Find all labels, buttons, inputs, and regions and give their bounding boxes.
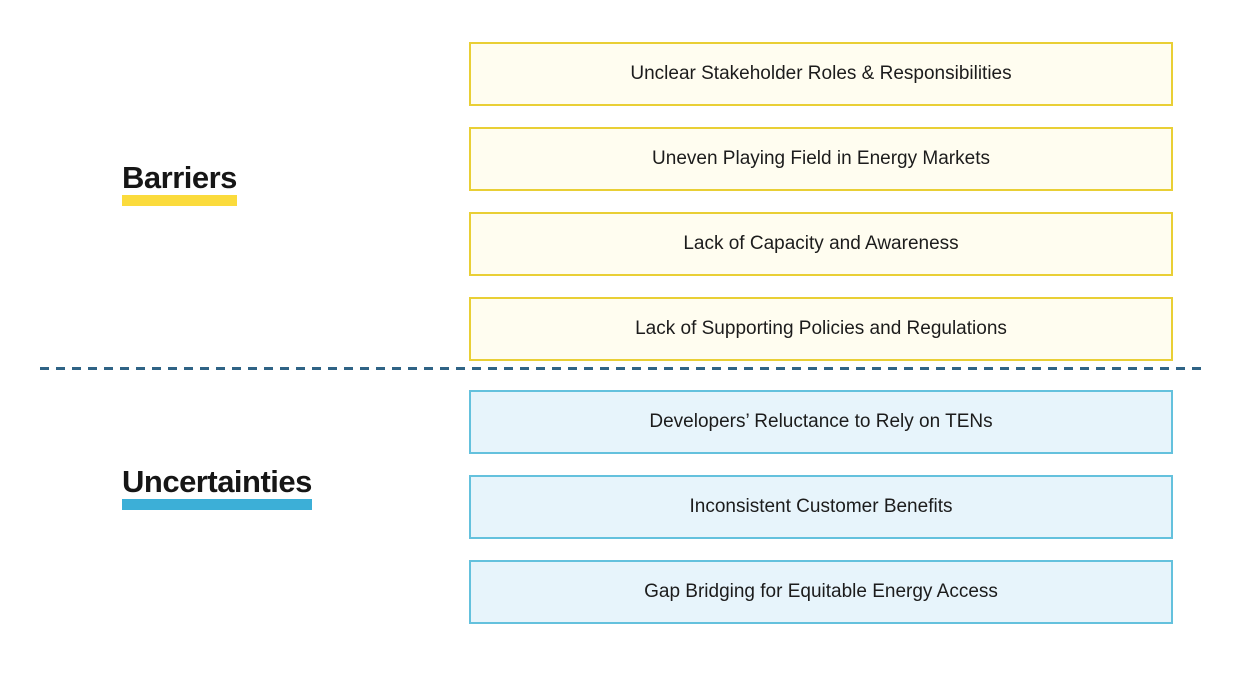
uncertainties-label: Uncertainties	[122, 466, 312, 510]
uncertainty-box-2: Inconsistent Customer Benefits	[469, 475, 1173, 539]
uncertainty-box-3: Gap Bridging for Equitable Energy Access	[469, 560, 1173, 624]
barrier-box-1: Unclear Stakeholder Roles & Responsibili…	[469, 42, 1173, 106]
uncertainty-box-3-text: Gap Bridging for Equitable Energy Access	[644, 580, 998, 602]
uncertainty-box-1-text: Developers’ Reluctance to Rely on TENs	[649, 410, 993, 432]
uncertainty-box-1: Developers’ Reluctance to Rely on TENs	[469, 390, 1173, 454]
uncertainty-box-2-text: Inconsistent Customer Benefits	[689, 495, 953, 517]
barrier-box-4: Lack of Supporting Policies and Regulati…	[469, 297, 1173, 361]
uncertainties-title: Uncertainties	[122, 464, 312, 499]
barriers-highlight-bar	[122, 195, 237, 206]
barrier-box-2: Uneven Playing Field in Energy Markets	[469, 127, 1173, 191]
uncertainties-highlight-bar	[122, 499, 312, 510]
barriers-label: Barriers	[122, 162, 237, 206]
barrier-box-4-text: Lack of Supporting Policies and Regulati…	[635, 317, 1007, 339]
section-divider-dashed-line	[40, 367, 1208, 370]
barrier-box-3-text: Lack of Capacity and Awareness	[683, 232, 959, 254]
barriers-title: Barriers	[122, 160, 237, 195]
barrier-box-1-text: Unclear Stakeholder Roles & Responsibili…	[630, 62, 1012, 84]
barrier-box-2-text: Uneven Playing Field in Energy Markets	[652, 147, 990, 169]
barrier-box-3: Lack of Capacity and Awareness	[469, 212, 1173, 276]
